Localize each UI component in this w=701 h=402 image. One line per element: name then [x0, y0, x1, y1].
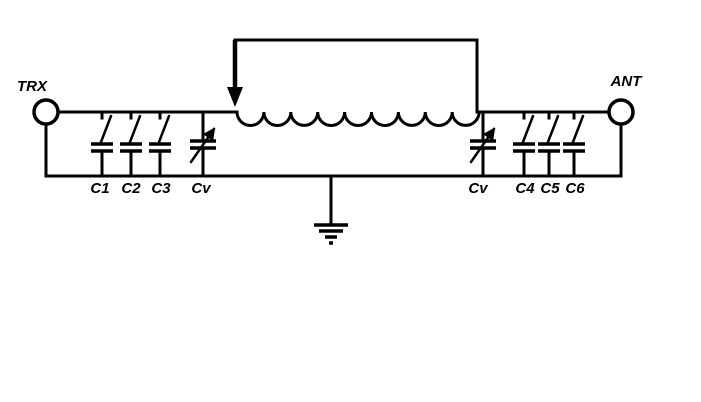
switch-icon	[128, 114, 142, 144]
capacitor-label-c2: C2	[121, 180, 141, 197]
tap-loop	[227, 38, 479, 114]
switch-icon	[546, 114, 560, 144]
capacitor-branch-c2	[120, 111, 142, 178]
component-labels: C1 C2 C3 Cv Cv C4 C5 C6	[90, 180, 585, 197]
capacitor-label-c1: C1	[90, 180, 109, 197]
variable-arrow-icon	[189, 127, 216, 164]
capacitor-branch-c4	[513, 111, 535, 178]
capacitor-branch-c3	[149, 111, 171, 178]
capacitor-label-c4: C4	[515, 180, 535, 197]
inductor-coil-icon	[235, 110, 481, 127]
capacitor-label-cv-left: Cv	[191, 180, 212, 197]
variable-capacitor-right	[469, 110, 496, 178]
switch-icon	[99, 114, 113, 144]
capacitor-label-c5: C5	[540, 180, 560, 197]
trx-terminal-icon	[32, 98, 60, 126]
variable-arrow-icon	[469, 127, 496, 164]
ant-terminal-label: ANT	[610, 73, 644, 90]
capacitor-branch-c5	[538, 111, 560, 178]
capacitor-branch-c1	[91, 111, 113, 178]
ground	[314, 174, 348, 245]
capacitor-label-cv-right: Cv	[468, 180, 489, 197]
tap-arrow-icon	[227, 87, 243, 107]
inductor	[235, 110, 481, 127]
trx-terminal-label: TRX	[17, 78, 48, 95]
variable-capacitor-left	[189, 110, 216, 178]
capacitor-label-c6: C6	[565, 180, 585, 197]
switch-icon	[157, 114, 171, 144]
ant-terminal-icon	[607, 98, 635, 126]
capacitor-branch-c6	[563, 111, 585, 178]
switch-icon	[521, 114, 535, 144]
capacitor-label-c3: C3	[151, 180, 171, 197]
switch-icon	[571, 114, 585, 144]
